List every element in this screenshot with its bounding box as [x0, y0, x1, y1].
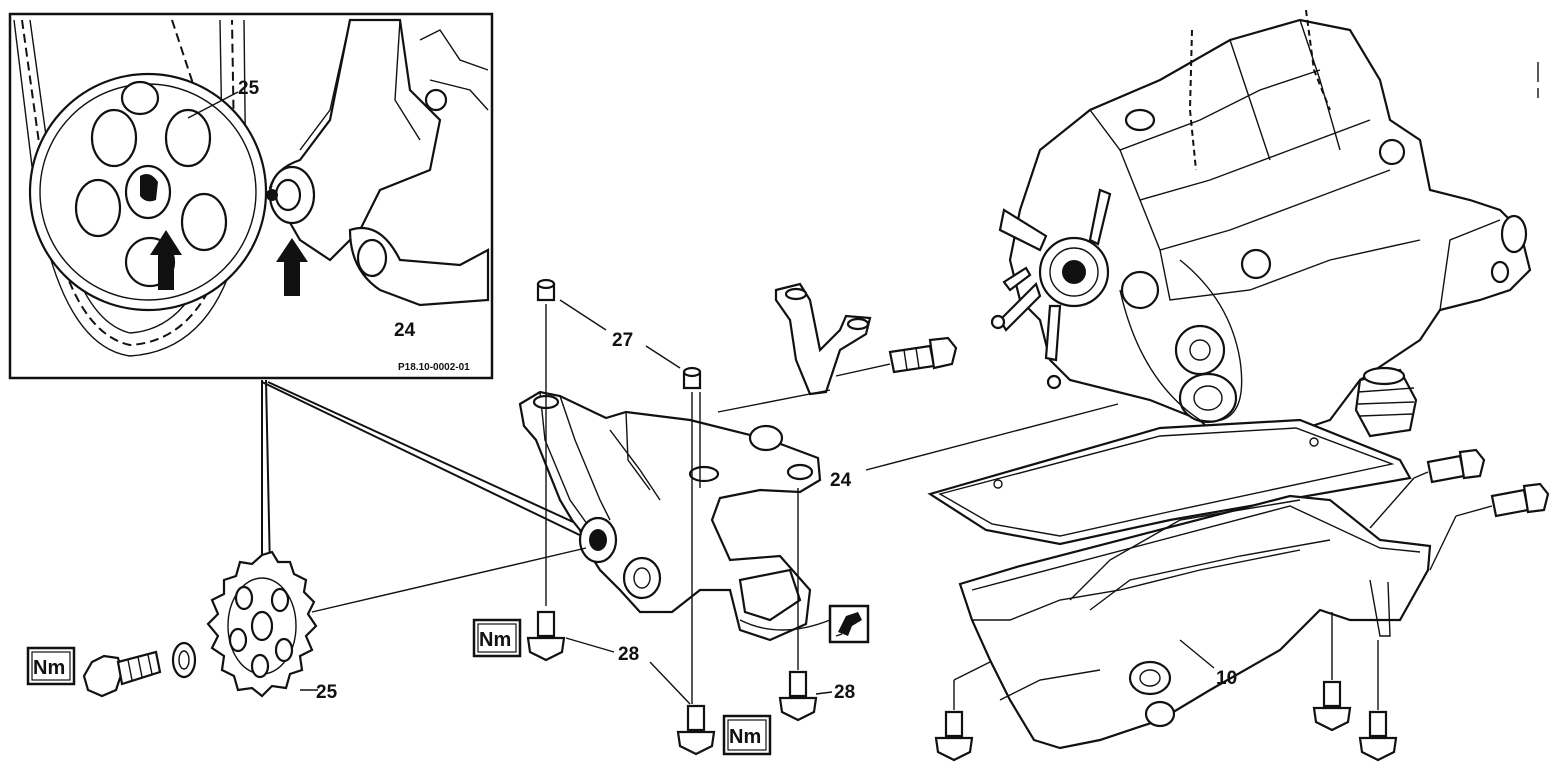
dowel-sleeve	[536, 278, 556, 302]
oil-pan-bolt	[1358, 710, 1398, 762]
callout-inset-pump: 24	[394, 320, 416, 341]
arrow-up-icon	[276, 238, 308, 296]
pump-bracket	[774, 282, 872, 396]
callout-oil-pan: 10	[1216, 668, 1237, 689]
torque-nm-icon: Nm	[472, 618, 522, 658]
dowel-sleeve	[682, 366, 702, 390]
arrow-up-icon	[150, 230, 182, 290]
engine-assembly	[990, 9, 1532, 442]
inset-figure-code: P18.10-0002-01	[398, 362, 470, 373]
engine-fan	[998, 188, 1112, 362]
inset-oil-pump	[266, 18, 490, 307]
callout-oil-pump: 24	[830, 470, 852, 491]
callout-bolts-right: 28	[834, 682, 855, 703]
oil-pan-bolt	[1490, 482, 1550, 518]
callout-sprocket: 25	[316, 682, 338, 703]
inset-sprocket	[28, 72, 268, 312]
pump-bolt	[526, 610, 566, 662]
torque-symbol-pump-bolt-left: Nm	[479, 629, 511, 651]
sprocket-bolt	[82, 650, 162, 698]
oil-pan-bolt	[1426, 448, 1486, 484]
oil-pan-part	[958, 494, 1432, 750]
sprocket-part	[206, 550, 318, 698]
torque-nm-icon: Nm	[722, 714, 772, 756]
oil-pan-bolt	[1312, 680, 1352, 732]
torque-symbol-sprocket-bolt: Nm	[33, 657, 65, 679]
pump-bolt	[778, 670, 818, 722]
oil-pump-part	[518, 390, 831, 642]
callout-inset-sprocket: 25	[238, 78, 260, 99]
sprocket-washer	[171, 641, 197, 679]
callout-bolts-left: 28	[618, 644, 639, 665]
oil-pan-gasket	[927, 418, 1412, 546]
pump-bolt	[676, 704, 716, 756]
sealant-icon	[828, 604, 870, 644]
torque-symbol-pump-bolt-bottom: Nm	[729, 726, 761, 748]
callout-sleeves: 27	[612, 330, 633, 351]
torque-nm-icon: Nm	[26, 646, 76, 686]
oil-pan-bolt	[934, 710, 974, 762]
inset-detail-view: 25 24 P18.10-0002-01	[8, 12, 494, 380]
bracket-bolt	[888, 336, 958, 374]
inset-leader-lines	[261, 379, 596, 571]
